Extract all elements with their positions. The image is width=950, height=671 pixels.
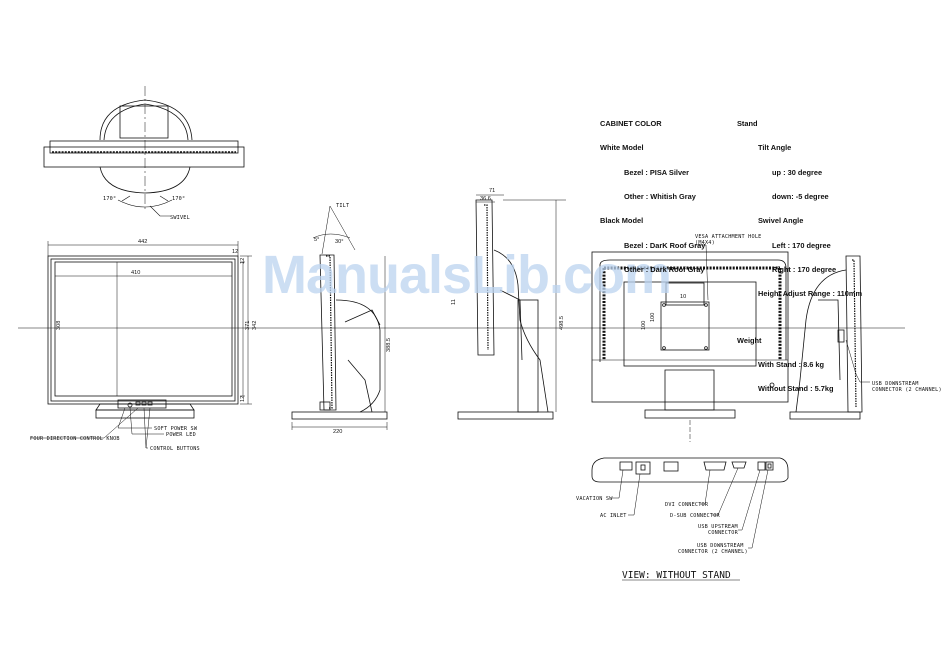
black-model-heading: Black Model [600, 216, 644, 226]
dim-screen-width: 410 [131, 270, 140, 276]
swivel-right-angle: 170° [172, 196, 185, 202]
right-side-view [789, 255, 870, 420]
vesa-label: VESA ATTACHMENT HOLE [695, 234, 761, 240]
dim-side2-h: 498.5 [559, 316, 565, 330]
dim-back-small: 10 [680, 294, 686, 300]
dim-bottom-gap: 12 [240, 396, 246, 402]
dsub-connector-label: D-SUB CONNECTOR [670, 513, 721, 519]
stand-spec: Stand Tilt Angle up : 30 degree down: -5… [737, 104, 862, 401]
usb-upstream-label-1: USB UPSTREAM [698, 524, 738, 530]
dim-depth-top2: 36.6 [480, 196, 491, 202]
dim-screen-height: 308 [56, 321, 62, 330]
tilt-down: down: -5 degree [772, 192, 829, 202]
dim-right-h1: 371 [245, 321, 251, 330]
swivel-right: Right : 170 degree [772, 264, 837, 274]
back-view [591, 244, 789, 419]
white-model-heading: White Model [600, 143, 644, 153]
side-view-tilt [291, 205, 388, 430]
view-without-stand-label: VIEW: WITHOUT STAND [622, 570, 731, 581]
four-direction-knob-label: FOUR DIRECTION CONTROL KNOB [30, 436, 120, 442]
black-bezel: Bezel : DarK Roof Gray [624, 240, 706, 250]
tilt-up: up : 30 degree [772, 167, 823, 177]
usb-upstream-label-2: CONNECTOR [708, 530, 739, 536]
dim-back-w: 100 [641, 321, 647, 330]
top-view [43, 86, 245, 217]
dim-depth-top: 71 [489, 188, 495, 194]
usb-downstream-right-label-2: CONNECTOR (2 CHANNEL) [872, 387, 942, 393]
weight-heading: Weight [737, 335, 762, 345]
white-bezel: Bezel : PISA Silver [624, 167, 690, 177]
dim-top-gap: 12 [232, 249, 238, 255]
ac-inlet-label: AC INLET [600, 513, 627, 519]
front-view [30, 241, 252, 449]
cabinet-color-spec: CABINET COLOR White Model Bezel : PISA S… [600, 104, 705, 282]
dim-right-h2: 342 [252, 321, 258, 330]
tilt-angle-heading: Tilt Angle [758, 143, 792, 153]
stand-heading: Stand [737, 119, 758, 129]
watermark: ManualsLib.com [262, 245, 672, 305]
swivel-left-angle: 170° [103, 196, 116, 202]
side-view-height [457, 194, 566, 420]
dim-right-top-gap: 12 [240, 258, 246, 264]
control-buttons-label: CONTROL BUTTONS [150, 446, 200, 452]
white-other: Other : Whitish Gray [624, 192, 696, 202]
dim-side-h: 388.5 [386, 338, 392, 352]
bottom-connector-view [591, 420, 789, 549]
dim-front-width: 442 [138, 239, 147, 245]
vacation-sw-label: VACATION SW [576, 496, 613, 502]
tilt-label: TILT [336, 203, 349, 209]
height-adjust: Height Adjust Range : 110mm [758, 289, 863, 299]
dim-back-h: 100 [650, 313, 656, 322]
vesa-sub-label: (M4X4) [695, 240, 715, 246]
usb-downstream-label-2: CONNECTOR (2 CHANNEL) [678, 549, 748, 555]
tilt-down-angle: 30° [335, 239, 343, 245]
dim-depth: 220 [333, 429, 342, 435]
weight-with-stand: With Stand : 8.6 kg [758, 359, 825, 369]
usb-downstream-right-label-1: USB DOWNSTREAM [872, 381, 919, 387]
cabinet-color-heading: CABINET COLOR [600, 119, 662, 129]
weight-without-stand: Without Stand : 5.7kg [758, 384, 834, 394]
tilt-up-angle: 5° [314, 237, 319, 243]
dim-side2-small: 11 [451, 299, 457, 305]
dvi-connector-label: DVI CONNECTOR [665, 502, 709, 508]
black-other: Other : Dark Roof Gray [624, 264, 705, 274]
usb-downstream-label-1: USB DOWNSTREAM [697, 543, 744, 549]
swivel-label: SWIVEL [170, 215, 190, 221]
power-led-label: POWER LED [166, 432, 196, 438]
swivel-left: Left : 170 degree [772, 240, 831, 250]
soft-power-sw-label: SOFT POWER SW [154, 426, 198, 432]
swivel-angle-heading: Swivel Angle [758, 216, 804, 226]
